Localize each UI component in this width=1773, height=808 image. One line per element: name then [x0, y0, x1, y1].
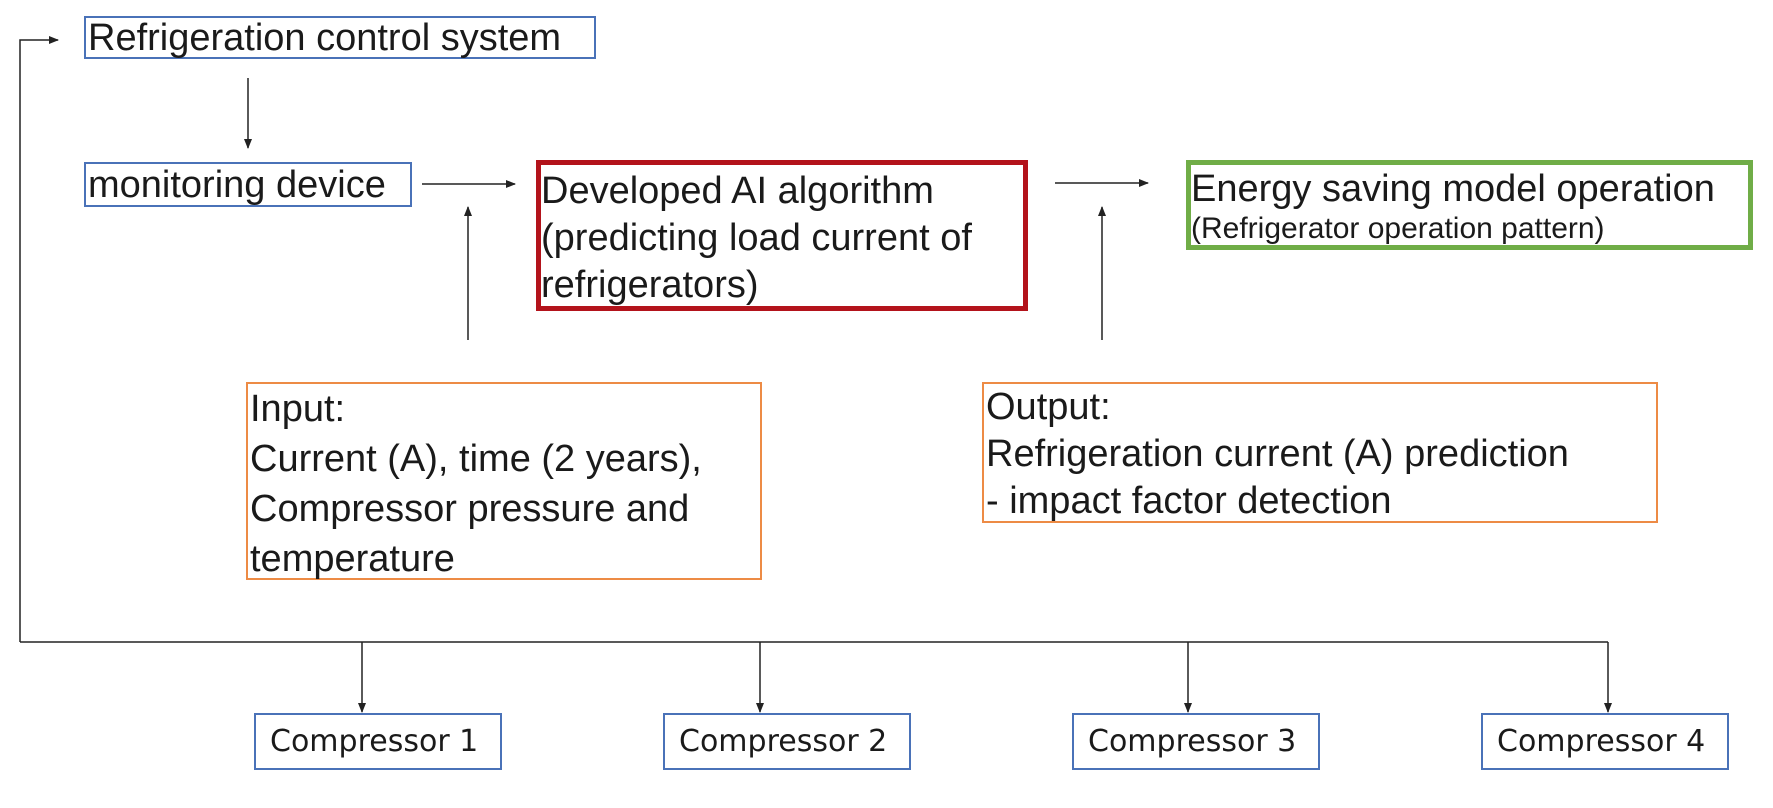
- input-line-4: temperature: [250, 538, 455, 580]
- ai-line-2: (predicting load current of: [541, 217, 972, 259]
- input-line-1: Input:: [250, 388, 346, 430]
- compressor-3-label: Compressor 3: [1088, 724, 1297, 759]
- output-line-1: Output:: [986, 386, 1111, 428]
- monitoring-device-label: monitoring device: [88, 164, 386, 206]
- energy-saving-title: Energy saving model operation: [1191, 168, 1715, 210]
- energy-saving-model-box: Energy saving model operation (Refrigera…: [1186, 160, 1753, 250]
- input-line-3: Compressor pressure and: [250, 488, 690, 530]
- compressor-3-box: Compressor 3: [1072, 713, 1320, 770]
- compressor-1-box: Compressor 1: [254, 713, 502, 770]
- refrigeration-control-system-box: Refrigeration control system: [84, 16, 596, 59]
- output-line-3: - impact factor detection: [986, 480, 1392, 522]
- input-box: Input: Current (A), time (2 years), Comp…: [246, 382, 762, 580]
- ai-algorithm-box: Developed AI algorithm (predicting load …: [536, 160, 1028, 311]
- compressor-2-label: Compressor 2: [679, 724, 888, 759]
- ai-line-1: Developed AI algorithm: [541, 170, 934, 212]
- energy-saving-subtitle: (Refrigerator operation pattern): [1191, 212, 1605, 245]
- compressor-4-label: Compressor 4: [1497, 724, 1706, 759]
- compressor-4-box: Compressor 4: [1481, 713, 1729, 770]
- compressor-1-label: Compressor 1: [270, 724, 479, 759]
- input-line-2: Current (A), time (2 years),: [250, 438, 702, 480]
- output-box: Output: Refrigeration current (A) predic…: [982, 382, 1658, 523]
- compressor-2-box: Compressor 2: [663, 713, 911, 770]
- output-line-2: Refrigeration current (A) prediction: [986, 433, 1569, 475]
- feedback-loop-arrow: [19, 36, 59, 642]
- monitoring-device-box: monitoring device: [84, 162, 412, 207]
- refrigeration-control-system-label: Refrigeration control system: [88, 17, 562, 59]
- ai-line-3: refrigerators): [541, 264, 759, 306]
